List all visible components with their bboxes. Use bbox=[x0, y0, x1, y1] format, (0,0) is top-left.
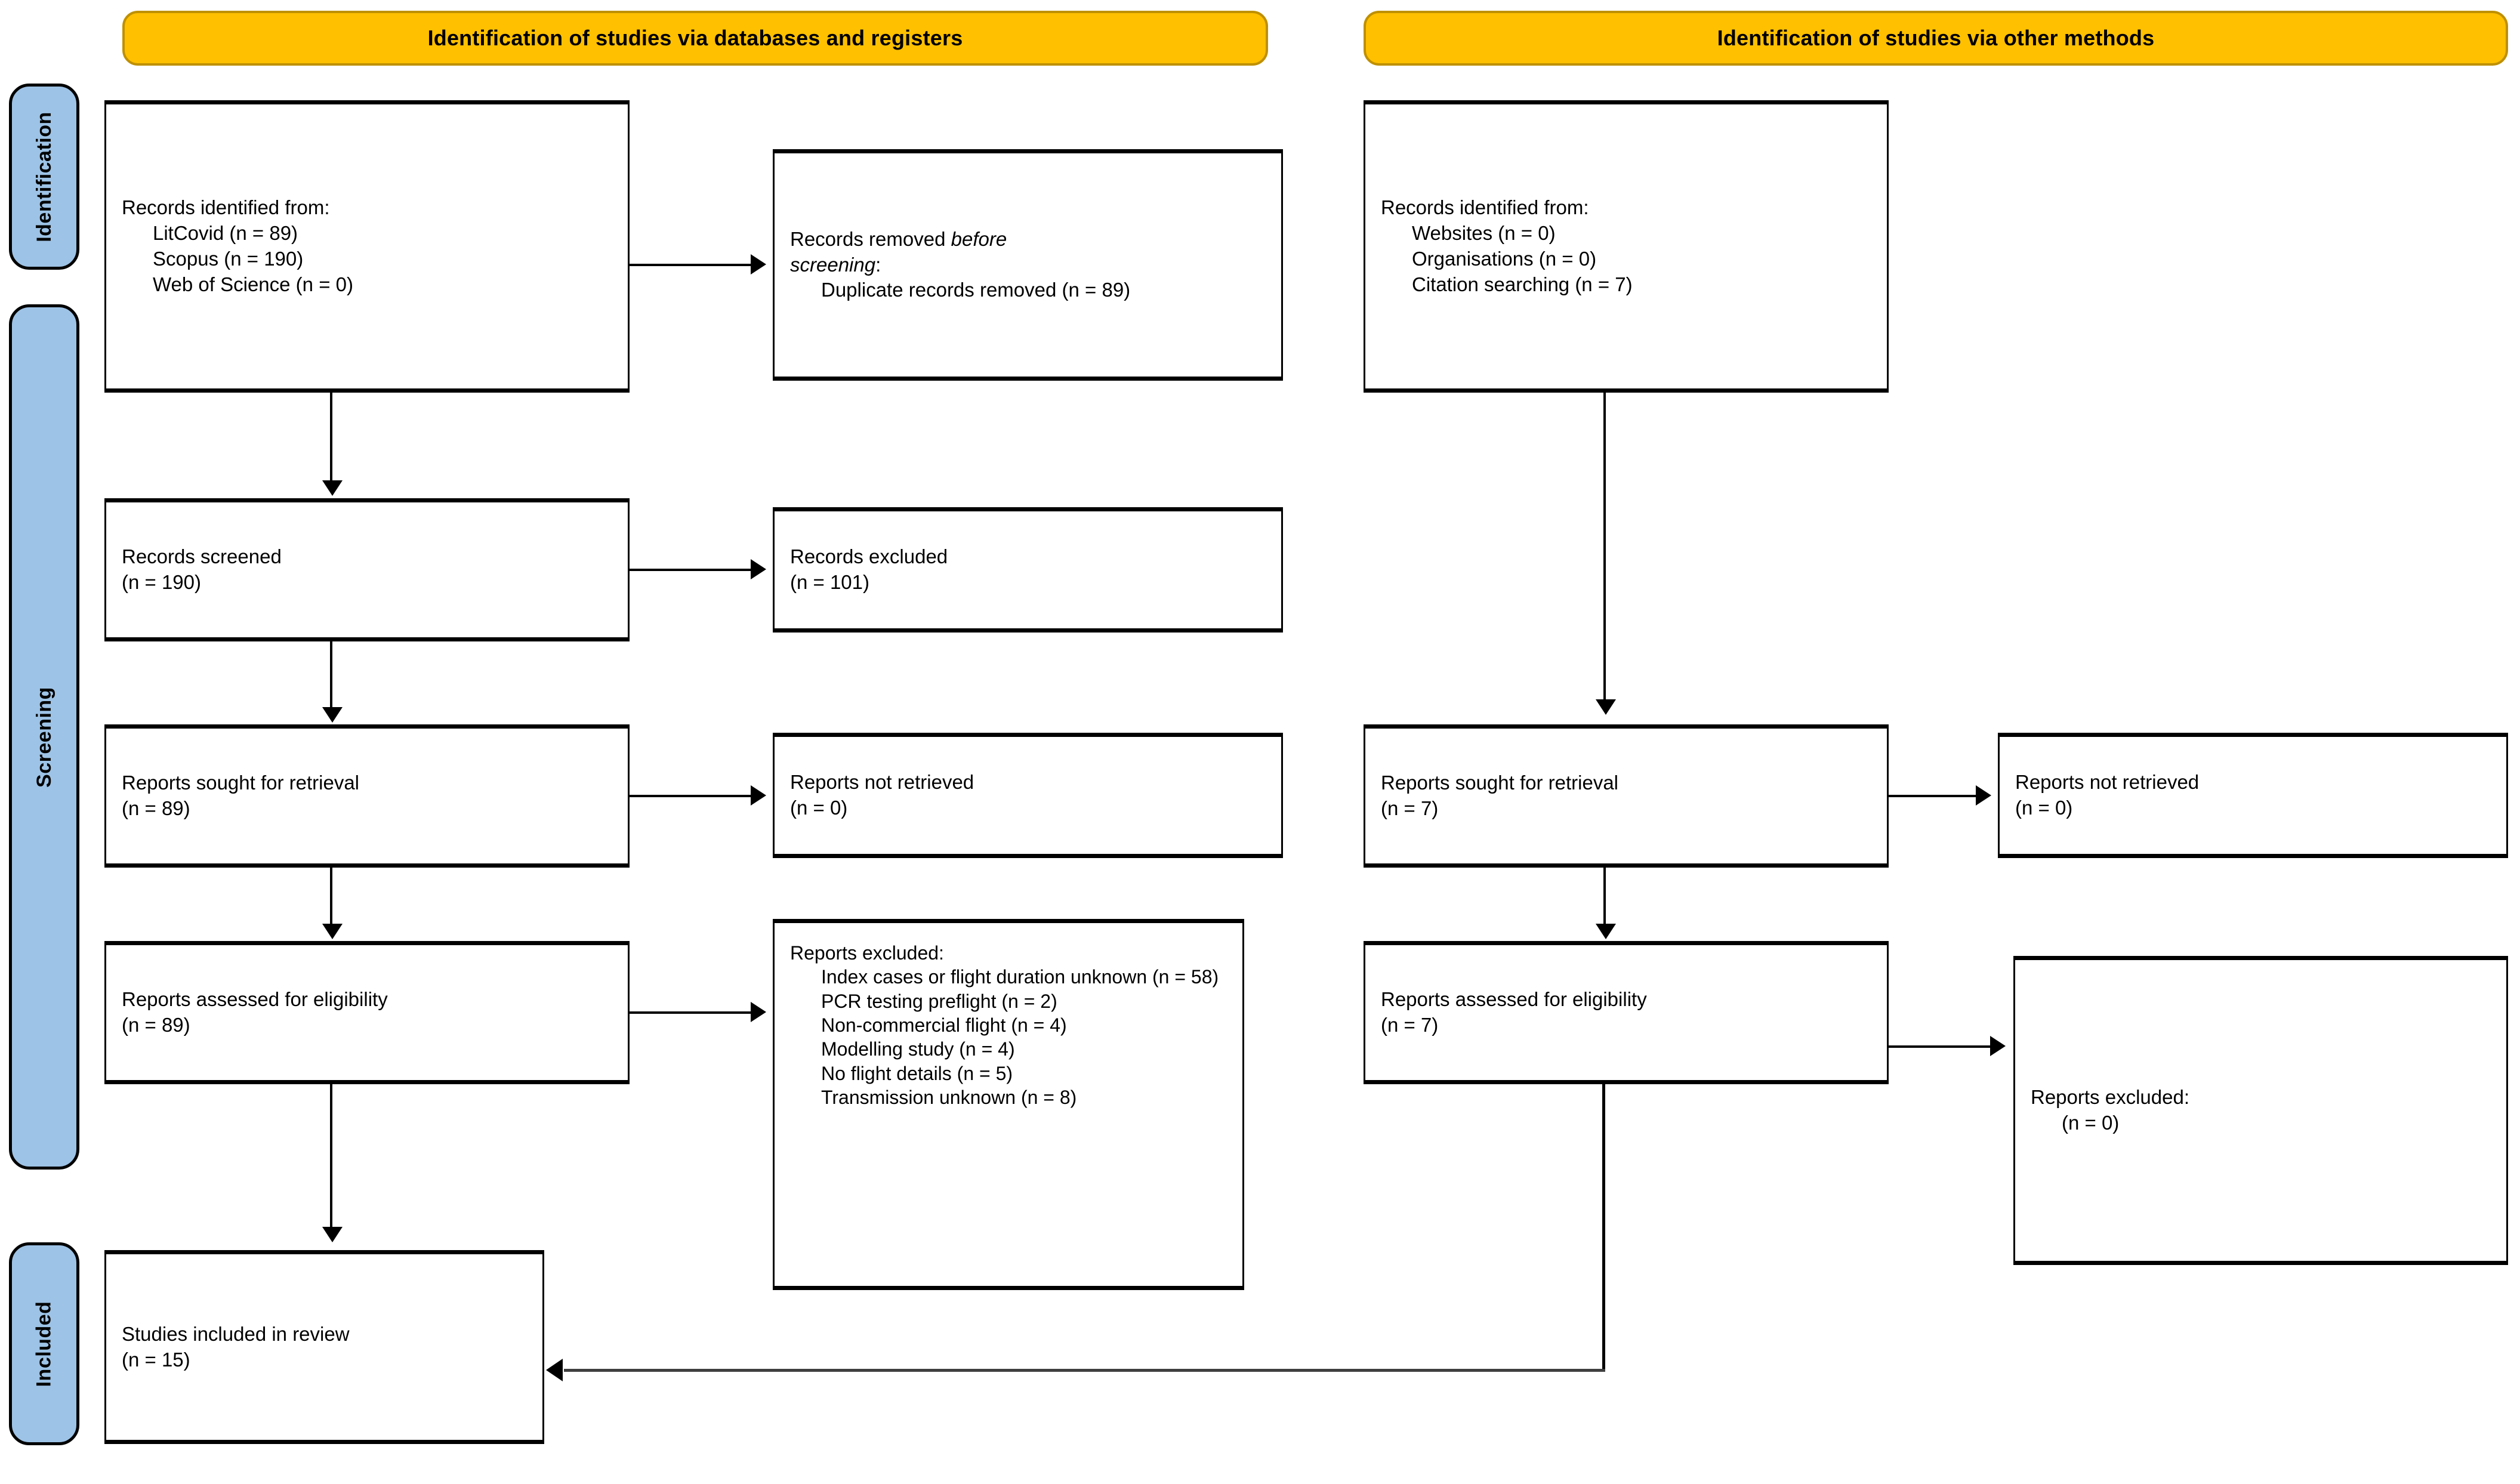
reports-not-retrieved-title: Reports not retrieved bbox=[790, 771, 974, 794]
arrowhead-sought-to-assessed bbox=[322, 924, 343, 939]
reports-excluded-item-0: Index cases or flight duration unknown (… bbox=[821, 966, 1219, 988]
connector-identified-to-screened bbox=[330, 393, 332, 482]
connector-sought-to-not-retrieved bbox=[630, 795, 752, 797]
reports-assessed-other-count: (n = 7) bbox=[1381, 1014, 1439, 1036]
stage-label-included: Included bbox=[9, 1242, 79, 1445]
box-reports-sought-databases: Reports sought for retrieval (n = 89) bbox=[104, 724, 630, 868]
header-banner-databases: Identification of studies via databases … bbox=[122, 11, 1268, 66]
header-banner-other-methods-label: Identification of studies via other meth… bbox=[1717, 26, 2155, 50]
arrowhead-assessed-to-reports-excluded bbox=[751, 1002, 766, 1022]
box-reports-assessed-other: Reports assessed for eligibility (n = 7) bbox=[1364, 941, 1889, 1084]
records-identified-other-item-0: Websites (n = 0) bbox=[1412, 222, 1556, 245]
reports-assessed-title: Reports assessed for eligibility bbox=[122, 988, 388, 1011]
records-identified-item-0: LitCovid (n = 89) bbox=[153, 222, 298, 245]
records-identified-item-2: Web of Science (n = 0) bbox=[153, 273, 353, 295]
reports-assessed-count: (n = 89) bbox=[122, 1014, 190, 1036]
connector-sought-to-assessed bbox=[330, 868, 332, 927]
reports-sought-other-title: Reports sought for retrieval bbox=[1381, 772, 1619, 794]
connector-sought-other-to-assessed bbox=[1603, 868, 1606, 927]
reports-sought-count: (n = 89) bbox=[122, 797, 190, 819]
arrowhead-sought-other-to-assessed bbox=[1596, 924, 1616, 939]
stage-label-screening: Screening bbox=[9, 304, 79, 1170]
header-banner-databases-label: Identification of studies via databases … bbox=[427, 26, 963, 50]
arrowhead-sought-to-not-retrieved bbox=[751, 785, 766, 806]
box-records-screened: Records screened (n = 190) bbox=[104, 498, 630, 641]
box-reports-sought-other: Reports sought for retrieval (n = 7) bbox=[1364, 724, 1889, 868]
connector-assessed-other-to-excluded bbox=[1889, 1045, 1991, 1048]
reports-excluded-other-count: (n = 0) bbox=[2062, 1112, 2120, 1134]
arrowhead-assessed-to-included bbox=[322, 1227, 343, 1242]
records-identified-other-item-1: Organisations (n = 0) bbox=[1412, 248, 1597, 270]
records-screened-title: Records screened bbox=[122, 545, 282, 568]
arrowhead-screened-to-sought bbox=[322, 707, 343, 723]
studies-included-count: (n = 15) bbox=[122, 1348, 190, 1371]
reports-assessed-other-title: Reports assessed for eligibility bbox=[1381, 988, 1647, 1011]
records-excluded-count: (n = 101) bbox=[790, 571, 869, 593]
arrowhead-other-to-included bbox=[546, 1359, 563, 1381]
reports-excluded-item-4: No flight details (n = 5) bbox=[821, 1062, 1013, 1084]
connector-assessed-to-included bbox=[330, 1084, 332, 1230]
reports-excluded-title: Reports excluded: bbox=[790, 942, 944, 964]
stage-label-identification-text: Identification bbox=[32, 111, 55, 242]
connector-sought-other-to-not-retrieved bbox=[1889, 795, 1977, 797]
connector-other-to-included-horizontal bbox=[564, 1369, 1605, 1372]
connector-identified-other-to-sought bbox=[1603, 393, 1606, 702]
records-removed-item-0: Duplicate records removed (n = 89) bbox=[821, 279, 1131, 301]
reports-excluded-other-title: Reports excluded: bbox=[2031, 1086, 2189, 1109]
connector-identified-to-removed bbox=[630, 264, 752, 266]
connector-assessed-to-reports-excluded bbox=[630, 1011, 752, 1014]
stage-label-identification: Identification bbox=[9, 84, 79, 270]
records-identified-other-item-2: Citation searching (n = 7) bbox=[1412, 273, 1633, 295]
arrowhead-identified-to-removed bbox=[751, 254, 766, 274]
reports-excluded-item-2: Non-commercial flight (n = 4) bbox=[821, 1014, 1067, 1036]
records-removed-line2: screening: bbox=[790, 253, 881, 276]
studies-included-title: Studies included in review bbox=[122, 1322, 350, 1345]
header-banner-other-methods: Identification of studies via other meth… bbox=[1364, 11, 2508, 66]
connector-other-to-included-vertical bbox=[1602, 1084, 1605, 1372]
box-records-excluded: Records excluded (n = 101) bbox=[773, 507, 1283, 633]
reports-not-retrieved-other-count: (n = 0) bbox=[2015, 797, 2073, 819]
connector-screened-to-sought bbox=[330, 641, 332, 710]
reports-not-retrieved-other-title: Reports not retrieved bbox=[2015, 771, 2200, 794]
arrowhead-identified-other-to-sought bbox=[1596, 699, 1616, 715]
box-records-removed-before-screening: Records removed before screening: Duplic… bbox=[773, 149, 1283, 381]
box-records-identified-other: Records identified from: Websites (n = 0… bbox=[1364, 100, 1889, 393]
reports-excluded-item-5: Transmission unknown (n = 8) bbox=[821, 1086, 1077, 1108]
arrowhead-screened-to-excluded bbox=[751, 559, 766, 579]
box-reports-excluded-reasons: Reports excluded: Index cases or flight … bbox=[773, 919, 1244, 1290]
connector-screened-to-excluded bbox=[630, 569, 752, 571]
box-reports-not-retrieved-databases: Reports not retrieved (n = 0) bbox=[773, 733, 1283, 858]
arrowhead-sought-other-to-not-retrieved bbox=[1976, 785, 1991, 806]
arrowhead-assessed-other-to-excluded bbox=[1990, 1036, 2006, 1056]
records-identified-other-title: Records identified from: bbox=[1381, 196, 1589, 219]
reports-excluded-item-3: Modelling study (n = 4) bbox=[821, 1038, 1015, 1060]
box-reports-not-retrieved-other: Reports not retrieved (n = 0) bbox=[1998, 733, 2508, 858]
box-reports-excluded-other: Reports excluded: (n = 0) bbox=[2013, 956, 2508, 1265]
stage-label-screening-text: Screening bbox=[32, 686, 55, 788]
records-identified-item-1: Scopus (n = 190) bbox=[153, 248, 304, 270]
reports-sought-other-count: (n = 7) bbox=[1381, 797, 1439, 819]
stage-label-included-text: Included bbox=[32, 1301, 55, 1387]
box-records-identified-databases: Records identified from: LitCovid (n = 8… bbox=[104, 100, 630, 393]
records-identified-title: Records identified from: bbox=[122, 196, 330, 219]
reports-sought-title: Reports sought for retrieval bbox=[122, 772, 360, 794]
records-removed-line1: Records removed before bbox=[790, 227, 1007, 250]
records-screened-count: (n = 190) bbox=[122, 571, 201, 593]
reports-not-retrieved-count: (n = 0) bbox=[790, 797, 848, 819]
records-excluded-title: Records excluded bbox=[790, 545, 948, 568]
box-reports-assessed-databases: Reports assessed for eligibility (n = 89… bbox=[104, 941, 630, 1084]
arrowhead-identified-to-screened bbox=[322, 480, 343, 496]
box-studies-included: Studies included in review (n = 15) bbox=[104, 1250, 544, 1444]
reports-excluded-item-1: PCR testing preflight (n = 2) bbox=[821, 990, 1057, 1012]
